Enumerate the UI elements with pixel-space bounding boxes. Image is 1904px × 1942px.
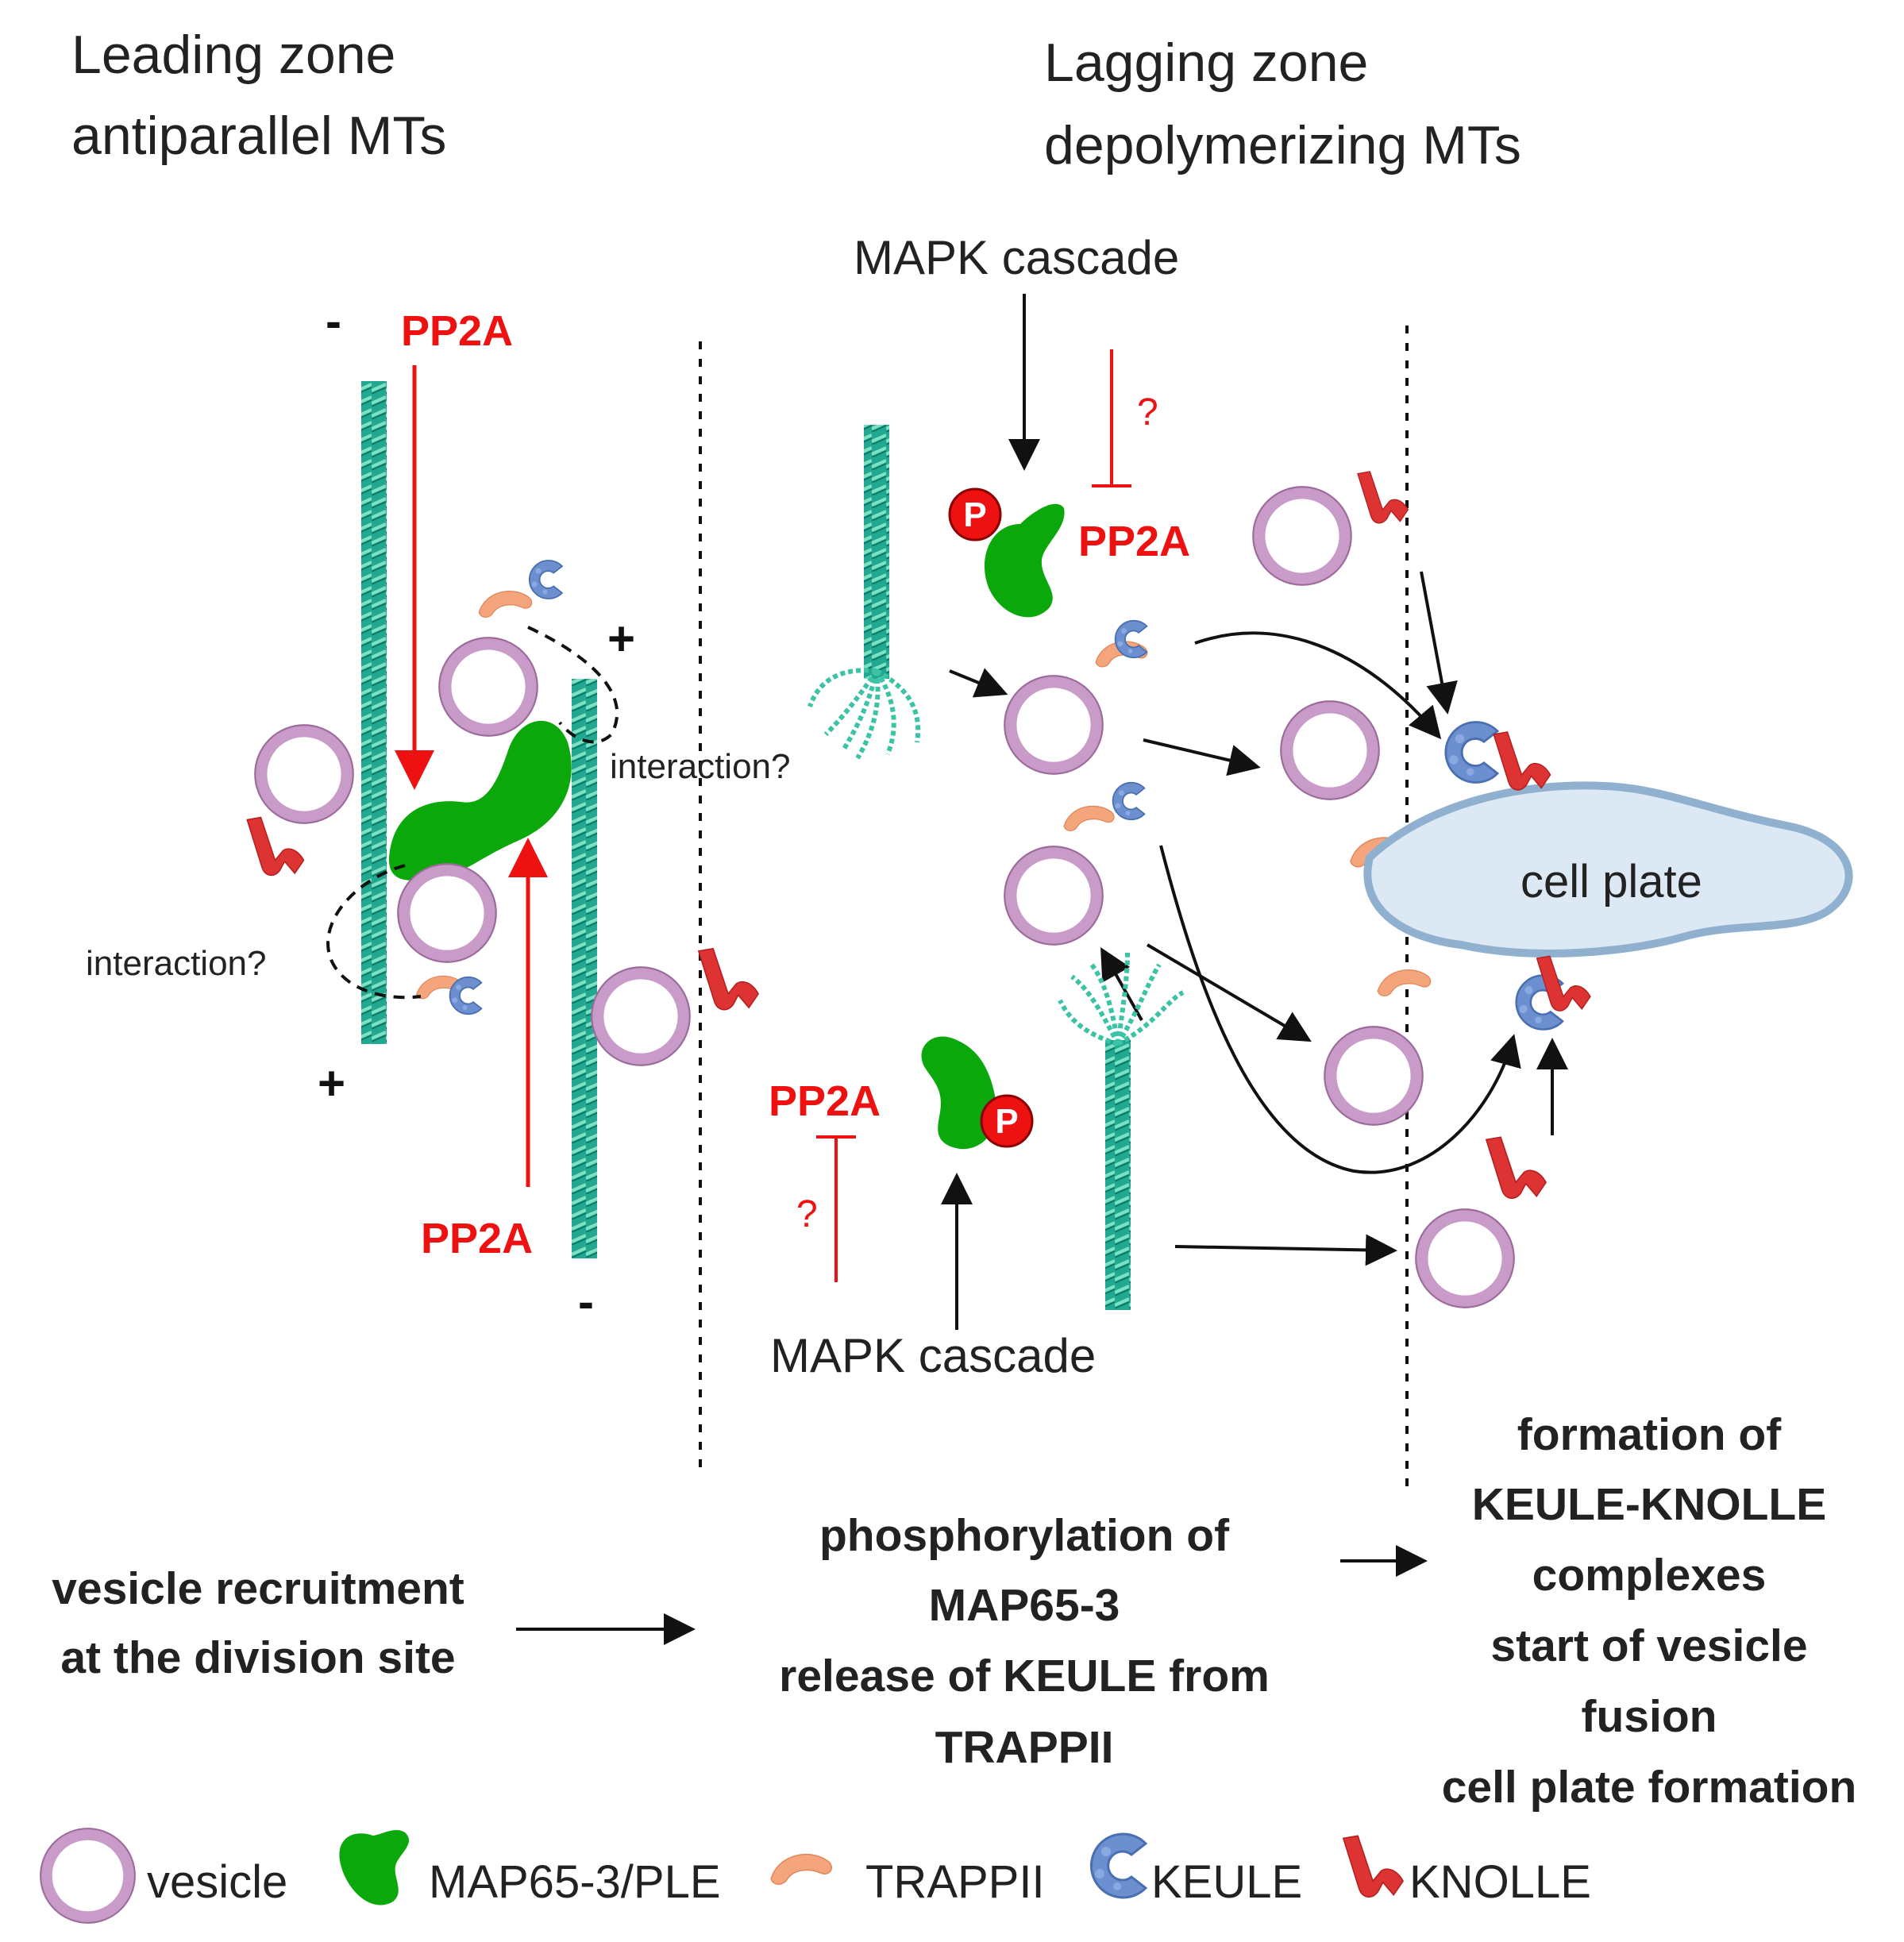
keule-lower: [449, 976, 483, 1015]
legend: vesicle MAP65-3/PLE TRAPPII KEULE KNOLLE: [40, 1828, 1591, 1923]
interaction-label-lower: interaction?: [86, 944, 266, 983]
legend-label-map65: MAP65-3/PLE: [429, 1856, 721, 1908]
svg-text:start of vesicle: start of vesicle: [1490, 1620, 1807, 1671]
question-mark-top: ?: [1137, 391, 1158, 433]
legend-label-knolle: KNOLLE: [1409, 1856, 1591, 1908]
map65-phosphorylated-bottom: [921, 1036, 997, 1150]
trappii-icon: [770, 1853, 833, 1886]
microtubule-depolymerizing-bottom: [1105, 1040, 1131, 1310]
svg-text:fusion: fusion: [1582, 1691, 1717, 1742]
vesicle-lagging-lower: [1324, 1027, 1423, 1125]
map65-icon: [339, 1829, 410, 1905]
plus-end-bottom: +: [318, 1057, 345, 1110]
svg-text:formation of: formation of: [1517, 1409, 1782, 1460]
vesicle-icon: [40, 1828, 135, 1923]
vesicle-lagging-top-right: [1253, 487, 1351, 585]
map65-phosphorylated-top: [984, 503, 1065, 618]
vesicle-lagging-1: [1004, 676, 1103, 774]
pp2a-inhibition-bottom: [816, 1135, 856, 1282]
phospho-badge-bottom: P: [980, 1094, 1034, 1148]
svg-text:phosphorylation of: phosphorylation of: [819, 1510, 1230, 1561]
trappii-upper: [478, 590, 533, 618]
keule-lagging-1: [1114, 619, 1148, 659]
keule-icon: [1089, 1832, 1147, 1899]
cell-plate: [1363, 781, 1853, 958]
svg-text:TRAPPII: TRAPPII: [935, 1722, 1114, 1773]
pp2a-label-bottom-left: PP2A: [421, 1215, 533, 1262]
step-formation: formation of KEULE-KNOLLE complexes star…: [1442, 1409, 1857, 1813]
leading-zone-title: Leading zone: [71, 25, 395, 85]
interaction-curve-lower: [326, 864, 422, 1000]
protofilaments-top: [807, 668, 921, 760]
knolle-far-left: [246, 816, 305, 877]
knolle-lagging-top-right: [1357, 471, 1409, 524]
step-recruitment: vesicle recruitment at the division site: [52, 1563, 464, 1683]
knolle-right-of-mt: [698, 947, 759, 1011]
vesicle-lagging-bottom: [1416, 1209, 1514, 1308]
vesicle-far-left: [255, 725, 353, 823]
pp2a-label-top-right: PP2A: [1078, 518, 1190, 565]
mapk-label-bottom: MAPK cascade: [770, 1329, 1096, 1382]
pp2a-label-bottom-right: PP2A: [769, 1077, 881, 1125]
microtubule-left: [361, 381, 387, 1044]
cell-plate-label: cell plate: [1521, 856, 1702, 907]
minus-end-bottom: -: [578, 1275, 594, 1328]
svg-text:P: P: [995, 1102, 1018, 1141]
knolle-icon: [1343, 1835, 1404, 1898]
microtubule-depolymerizing-top: [864, 425, 889, 679]
pp2a-label-top-left: PP2A: [401, 307, 513, 355]
keule-upper: [528, 560, 563, 599]
lagging-zone-subtitle: depolymerizing MTs: [1044, 115, 1521, 175]
legend-label-keule: KEULE: [1151, 1856, 1302, 1908]
question-mark-bottom: ?: [796, 1193, 818, 1235]
svg-text:P: P: [963, 495, 986, 534]
vesicle-right-of-mt: [592, 967, 690, 1065]
pp2a-inhibition-top: [1092, 349, 1131, 487]
interaction-label-upper: interaction?: [610, 747, 790, 786]
trappii-lagging-2: [1063, 805, 1115, 832]
lagging-zone-title: Lagging zone: [1044, 33, 1368, 93]
legend-label-vesicle: vesicle: [147, 1856, 287, 1908]
microtubule-right: [572, 679, 597, 1258]
plus-end-top: +: [607, 612, 635, 665]
svg-text:cell plate formation: cell plate formation: [1442, 1762, 1857, 1813]
vesicle-lagging-mid: [1281, 701, 1379, 800]
leading-zone-subtitle: antiparallel MTs: [71, 106, 446, 166]
keule-lagging-2: [1112, 781, 1146, 821]
knolle-lagging-bottom: [1485, 1136, 1547, 1200]
svg-text:complexes: complexes: [1532, 1550, 1767, 1601]
svg-text:KEULE-KNOLLE: KEULE-KNOLLE: [1472, 1479, 1826, 1530]
keule-knolle-complex-top-knolle: [1493, 731, 1551, 791]
mapk-label-top: MAPK cascade: [854, 231, 1179, 284]
svg-text:MAP65-3: MAP65-3: [929, 1580, 1120, 1631]
svg-text:vesicle recruitment: vesicle recruitment: [52, 1563, 464, 1614]
keule-knolle-complex-top-keule: [1444, 721, 1499, 784]
phospho-badge-top: P: [948, 487, 1002, 541]
lagging-arrows: [1100, 571, 1568, 1266]
vesicle-lagging-2: [1004, 846, 1103, 945]
minus-end-top: -: [326, 295, 341, 348]
trappii-lagging-lower: [1377, 969, 1432, 997]
protofilaments-bottom: [1058, 952, 1185, 1046]
legend-label-trappii: TRAPPII: [865, 1856, 1045, 1908]
svg-text:at the division site: at the division site: [60, 1632, 455, 1683]
svg-text:release of KEULE from: release of KEULE from: [779, 1651, 1270, 1701]
arrow-mt-to-vesicle-top: [949, 668, 1008, 698]
interaction-curve-upper: [527, 626, 619, 744]
vesicle-upper-center: [439, 638, 538, 736]
step-phosphorylation: phosphorylation of MAP65-3 release of KE…: [779, 1510, 1270, 1773]
map65-dimer: [388, 720, 572, 880]
vesicle-lower-center: [398, 864, 496, 962]
